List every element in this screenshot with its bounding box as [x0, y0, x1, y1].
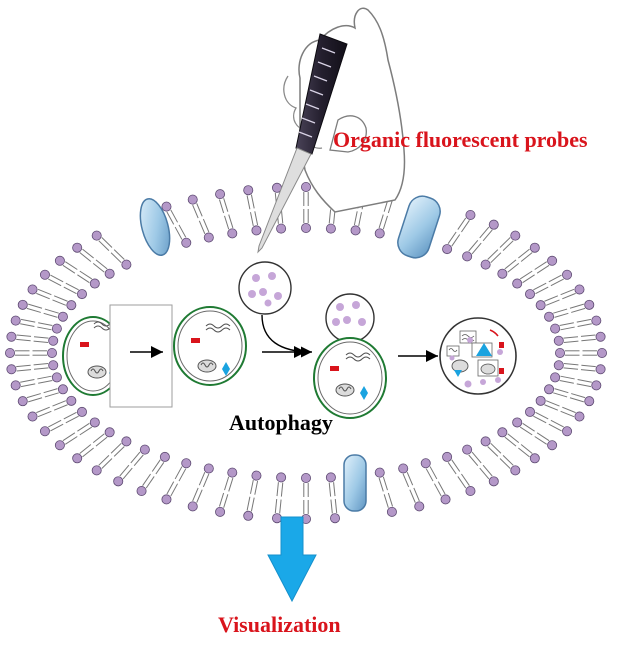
lipid-pair — [72, 242, 115, 279]
lipid-pair — [27, 395, 77, 422]
lipid-pair — [398, 463, 425, 512]
overlay-panel — [109, 304, 173, 408]
lipid-pair — [525, 269, 573, 300]
lipid-pair — [544, 299, 595, 322]
lipid-pair — [555, 347, 608, 358]
lipid-pair — [325, 472, 341, 524]
lipid-pair — [512, 417, 558, 451]
membrane-protein-bottom — [343, 454, 367, 512]
autolysosome — [439, 317, 517, 395]
cyan-triangle-icon — [476, 343, 492, 356]
lipid-pair — [187, 463, 214, 512]
lipid-bilayer-membrane — [5, 181, 608, 525]
lipid-pair — [27, 284, 77, 311]
lipid-pair — [243, 185, 262, 236]
lipid-pair — [54, 417, 100, 451]
autophagosome-outline — [313, 337, 387, 419]
vesicle — [238, 261, 292, 315]
lipid-pair — [480, 230, 521, 270]
lipid-pair — [525, 406, 573, 437]
lipid-pair — [10, 372, 62, 391]
lipid-pair — [462, 444, 499, 487]
pen-tip — [257, 147, 312, 254]
lipid-pair — [6, 360, 59, 375]
visualization-title: Visualization — [218, 612, 341, 637]
organelle-stage-1 — [62, 304, 173, 408]
lipid-pair — [215, 467, 238, 517]
cyan-diamond-icon — [360, 386, 368, 400]
lipid-pair — [17, 299, 68, 322]
lipid-pair — [374, 467, 397, 517]
lipid-pair — [442, 209, 476, 255]
lipid-pair — [512, 255, 558, 289]
red-bar-icon — [80, 342, 89, 347]
lipid-pair — [420, 458, 451, 505]
pen-grip-marks — [298, 47, 336, 138]
membrane-protein-group — [139, 195, 441, 512]
lipid-pair — [91, 436, 132, 476]
red-bar-icon — [191, 338, 200, 343]
lipid-pair — [553, 331, 606, 346]
lipid-pair — [462, 219, 499, 262]
lipid-pair — [161, 458, 192, 505]
lipid-pair — [91, 230, 132, 270]
lipid-pair — [113, 444, 150, 487]
organelle-2-outline — [173, 306, 247, 386]
lipid-pair — [300, 472, 311, 525]
lipid-pair — [535, 284, 585, 311]
lipid-pair — [5, 347, 58, 358]
organelle-stage-3-fusion — [313, 293, 387, 419]
lipid-pair — [243, 470, 262, 521]
lipid-pair — [136, 451, 170, 497]
cyan-diamond-icon — [222, 362, 230, 376]
lipid-pair — [550, 372, 602, 391]
lipid-pair — [550, 315, 602, 334]
arrow-vesicle-to-fusion — [261, 314, 313, 358]
mitochondrion-icon — [87, 365, 107, 379]
lipid-pair — [480, 436, 521, 476]
visualization-arrow-icon — [267, 516, 317, 603]
mitochondrion-icon — [335, 383, 355, 397]
lipid-pair — [442, 451, 476, 497]
lipid-pair — [271, 472, 287, 524]
lipid-pair — [497, 242, 540, 279]
red-bar-icon — [330, 366, 339, 371]
lipid-pair — [39, 406, 87, 437]
endoplasmic-reticulum-icon — [345, 352, 371, 362]
lipid-pair — [39, 269, 87, 300]
lipid-pair — [497, 427, 540, 464]
cyan-triangle-icon — [454, 370, 462, 377]
lipid-pair — [72, 427, 115, 464]
organelle-stage-2 — [173, 306, 247, 386]
lipid-pair — [17, 384, 68, 407]
probe-hand-icon — [257, 7, 406, 254]
lipid-pair — [215, 189, 238, 239]
endoplasmic-reticulum-icon — [205, 323, 231, 333]
lipid-pair — [6, 331, 59, 346]
lipid-pair — [161, 201, 192, 248]
lipid-pair — [54, 255, 100, 289]
lipid-pair — [544, 384, 595, 407]
lipid-pair — [553, 360, 606, 375]
membrane-protein-top-left — [139, 198, 171, 256]
vesicle-outline — [238, 261, 292, 315]
lipid-pair — [300, 181, 311, 233]
probe-title: Organic fluorescent probes — [333, 127, 588, 152]
lipid-pair — [187, 194, 214, 243]
red-bar-icon — [499, 368, 504, 374]
lipid-pair — [535, 395, 585, 422]
lipid-pair — [10, 315, 62, 334]
membrane-protein-top-right — [397, 195, 441, 259]
mitochondrion-icon — [197, 359, 217, 373]
glove-thumb — [329, 115, 367, 153]
lipid-pair — [271, 182, 287, 234]
autophagy-title: Autophagy — [229, 410, 333, 435]
red-bar-icon — [499, 342, 504, 348]
